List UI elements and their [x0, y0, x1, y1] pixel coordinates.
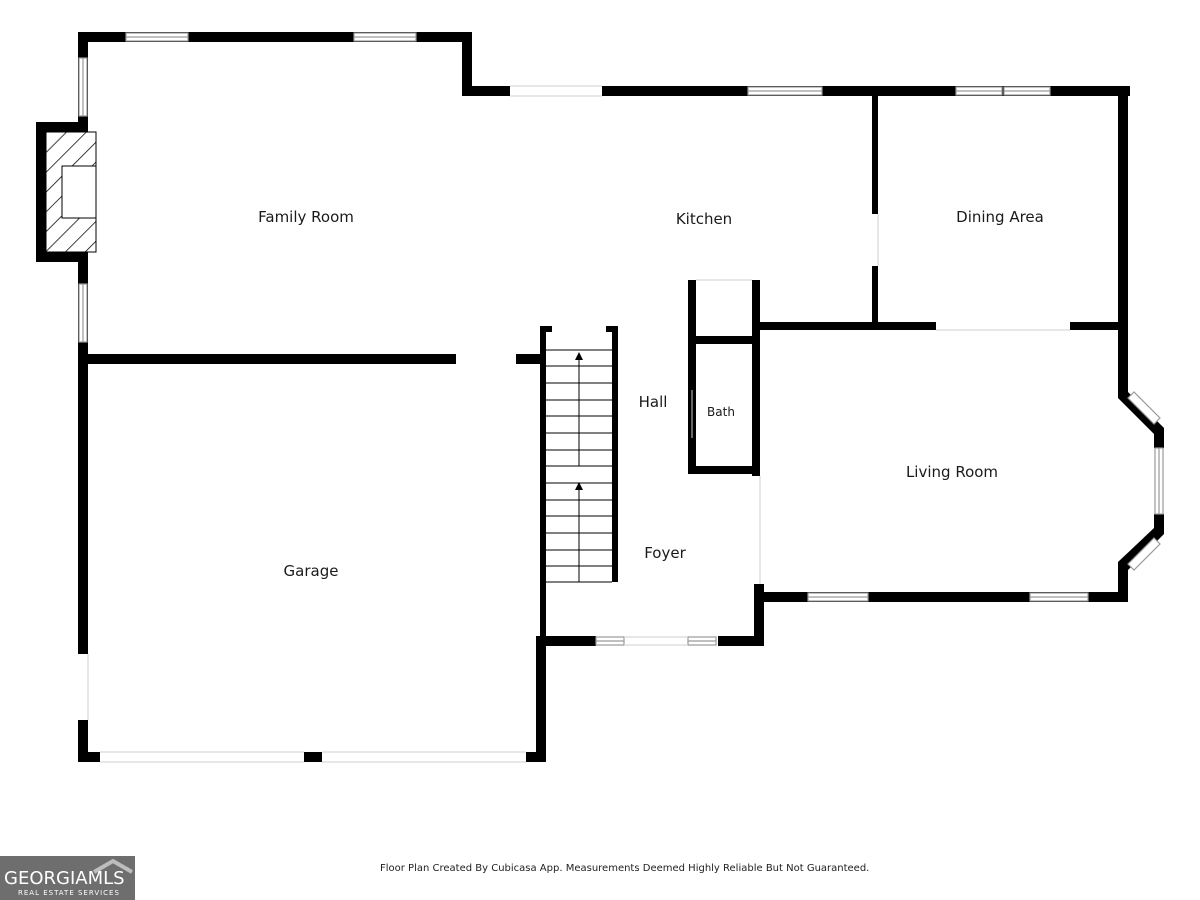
georgia-mls-logo: GEORGIAMLS REAL ESTATE SERVICES [0, 856, 135, 900]
wall-family-step [462, 32, 472, 96]
wall-garage-bottom-left [78, 752, 100, 762]
window-dining-top-1 [955, 86, 1003, 96]
fireplace [45, 131, 97, 253]
label-garage: Garage [284, 562, 339, 580]
wall-living-bottom [760, 592, 1128, 602]
window-family-left-1 [78, 57, 88, 117]
stair-arrow-icon-upper [575, 352, 583, 360]
openings [87, 85, 1070, 763]
wall-bay-upper [1118, 392, 1164, 448]
logo-brand-text: GEORGIAMLS [4, 868, 125, 889]
label-foyer: Foyer [644, 544, 686, 562]
window-living-bottom-1 [807, 592, 869, 602]
wall-bath-left-upper [688, 280, 696, 438]
window-family-top-1 [125, 32, 189, 42]
wall-stair-left-cap [540, 326, 552, 332]
wall-stair-right [612, 326, 618, 582]
label-kitchen: Kitchen [676, 210, 732, 228]
windows [78, 32, 1164, 646]
wall-bay-lower [1118, 514, 1164, 570]
wall-family-garage [78, 354, 456, 364]
stairs [546, 349, 612, 583]
wall-living-right-lower [1118, 564, 1128, 602]
logo-subtitle-text: REAL ESTATE SERVICES [18, 889, 120, 897]
wall-family-top [78, 32, 472, 42]
fireplace-hearth [61, 165, 97, 219]
label-family-room: Family Room [258, 208, 354, 226]
window-bay-bottom [1127, 537, 1161, 571]
window-family-left-2 [78, 283, 88, 343]
window-foyer-1 [595, 636, 625, 646]
window-kitchen-top [747, 86, 823, 96]
label-bath: Bath [707, 405, 735, 419]
wall-foyer-bottom-left [540, 636, 596, 646]
stair-arrow-icon-lower [575, 482, 583, 490]
wall-stair-left [540, 326, 546, 646]
window-foyer-2 [687, 636, 717, 646]
wall-garage-right [536, 636, 546, 762]
wall-bath-inner [688, 336, 758, 344]
wall-dining-living [1070, 322, 1128, 330]
wall-stair-stub [516, 354, 544, 364]
walls [36, 32, 1164, 762]
wall-kitchen-living [760, 322, 936, 330]
wall-bath-left-cap [688, 280, 696, 284]
label-living-room: Living Room [906, 463, 998, 481]
window-bay-middle [1154, 447, 1164, 515]
label-dining-area: Dining Area [956, 208, 1044, 226]
wall-right [1118, 86, 1128, 398]
window-family-top-2 [353, 32, 417, 42]
wall-bath-right [752, 280, 760, 476]
floor-plan: Family Room Kitchen Dining Area Hall Bat… [36, 32, 1164, 763]
wall-bath-bottom [688, 466, 760, 474]
wall-kitchen-dining-lower [872, 266, 878, 330]
wall-bath-left-lower [688, 438, 696, 474]
wall-kitchen-top-left [462, 86, 510, 96]
window-dining-top-2 [1003, 86, 1051, 96]
window-living-bottom-2 [1029, 592, 1089, 602]
wall-kitchen-dining-upper [872, 96, 878, 214]
wall-foyer-right [754, 584, 764, 646]
wall-foyer-bottom-right [718, 636, 764, 646]
wall-kitchen-top-right [602, 86, 1130, 96]
room-labels: Family Room Kitchen Dining Area Hall Bat… [258, 208, 1044, 580]
window-bay-top [1127, 391, 1161, 425]
disclaimer-note: Floor Plan Created By Cubicasa App. Meas… [380, 863, 870, 874]
label-hall: Hall [639, 393, 668, 411]
wall-garage-bottom-mid [304, 752, 322, 762]
wall-left-bottom [78, 720, 88, 762]
wall-stair-right-cap [606, 326, 618, 332]
wall-left-lower [78, 262, 88, 654]
house-roof-icon [92, 858, 134, 874]
